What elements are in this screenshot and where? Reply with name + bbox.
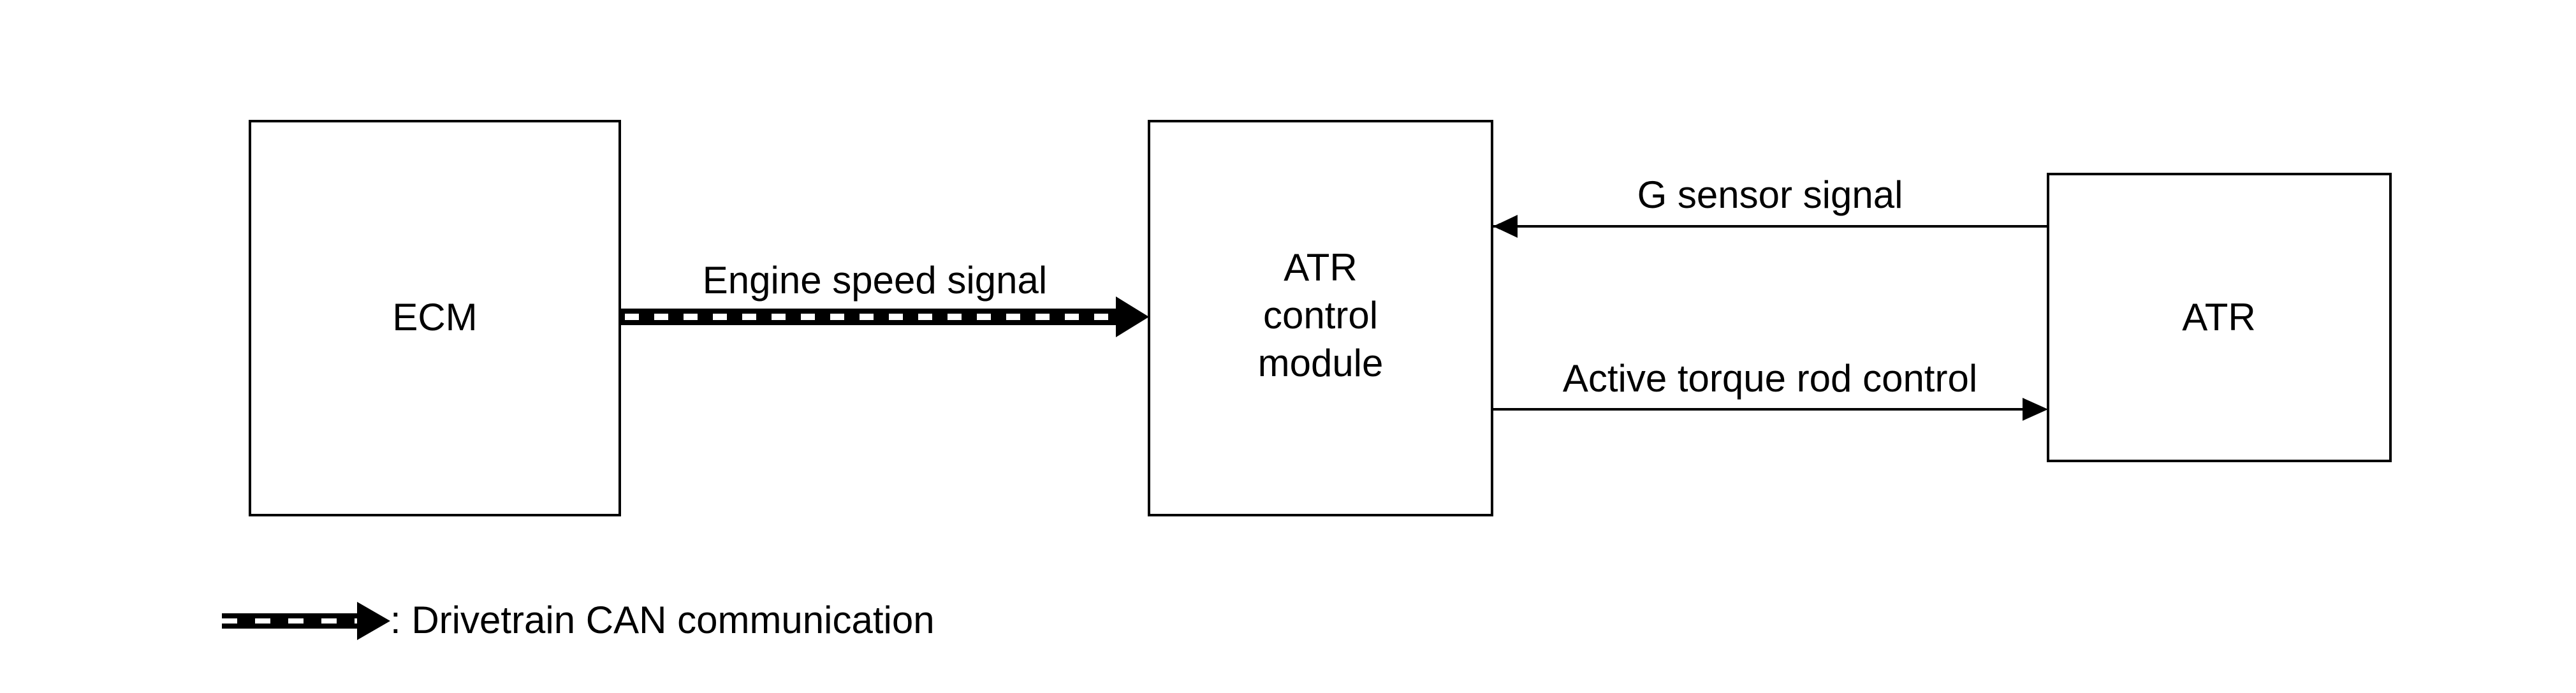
atr-label: ATR xyxy=(2182,296,2256,339)
atr-module-label-line3: module xyxy=(1258,342,1384,384)
ecm-block: ECM xyxy=(249,120,621,516)
atr-module-label-line1: ATR xyxy=(1284,246,1358,289)
legend: : Drivetrain CAN communication xyxy=(222,599,935,641)
g-sensor-signal-arrow xyxy=(1493,215,2048,238)
atr-block: ATR xyxy=(2047,173,2392,462)
can-engine-speed-arrow xyxy=(621,296,1149,337)
active-torque-rod-control-arrow xyxy=(1492,398,2048,421)
active-torque-rod-control-label: Active torque rod control xyxy=(1563,357,1977,400)
ecm-label: ECM xyxy=(392,296,477,339)
legend-can-label: : Drivetrain CAN communication xyxy=(390,599,935,641)
g-sensor-signal-label: G sensor signal xyxy=(1637,173,1903,216)
engine-speed-signal-label: Engine speed signal xyxy=(703,259,1047,302)
atr-control-module-block: ATR control module xyxy=(1148,120,1493,516)
atr-module-label-line2: control xyxy=(1263,294,1378,337)
legend-can-arrow-icon xyxy=(222,602,390,640)
